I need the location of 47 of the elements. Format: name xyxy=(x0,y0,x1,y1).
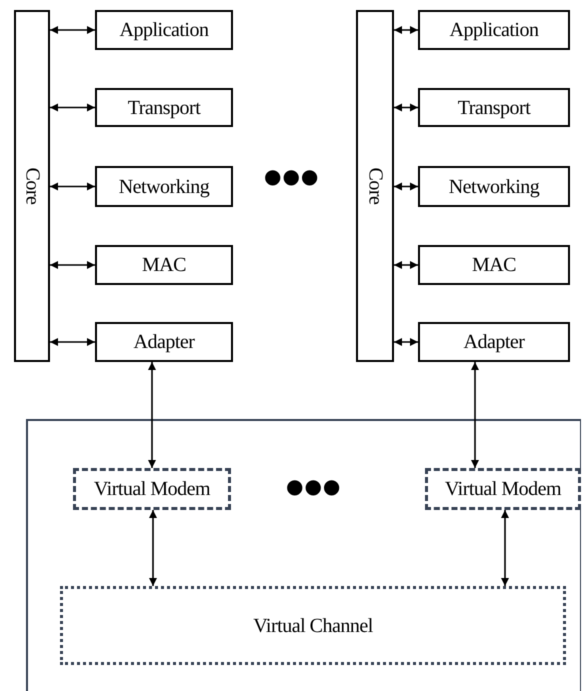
node-label: MAC xyxy=(472,255,516,275)
node-label: MAC xyxy=(142,255,186,275)
channel-box xyxy=(60,586,566,665)
layer-box xyxy=(418,88,570,127)
node-label: Networking xyxy=(118,176,210,196)
vertical-label: Core xyxy=(22,168,42,204)
core-bar xyxy=(356,10,394,362)
layer-box xyxy=(95,166,233,207)
core-bar xyxy=(14,10,50,362)
double-arrow xyxy=(50,261,95,269)
ellipsis-dots: ●●● xyxy=(286,476,342,496)
double-arrow xyxy=(149,510,157,586)
double-arrow xyxy=(50,104,95,112)
node-label: Adapter xyxy=(134,332,194,352)
layer-box xyxy=(418,10,570,50)
layer-box xyxy=(418,322,570,362)
double-arrow xyxy=(50,338,95,346)
modem-box xyxy=(425,468,581,510)
double-arrow xyxy=(471,362,479,468)
double-arrow xyxy=(50,182,95,190)
node-label: Virtual Modem xyxy=(444,479,562,499)
node-label: Adapter xyxy=(464,332,524,352)
double-arrow xyxy=(394,338,418,346)
node-label: Virtual Modem xyxy=(94,479,210,499)
ellipsis-dots: ●●● xyxy=(264,166,320,186)
layer-box xyxy=(95,88,233,127)
double-arrow xyxy=(394,26,418,34)
double-arrow xyxy=(394,104,418,112)
double-arrow xyxy=(148,362,156,468)
node-label: Virtual Channel xyxy=(253,616,373,636)
layer-box xyxy=(95,322,233,362)
node-label: Application xyxy=(120,20,208,40)
modem-box xyxy=(73,468,231,510)
node-label: Transport xyxy=(458,98,530,118)
double-arrow xyxy=(394,261,418,269)
layer-box xyxy=(418,166,570,207)
layer-box xyxy=(418,245,570,285)
vertical-label: Core xyxy=(365,168,385,204)
node-label: Networking xyxy=(448,176,540,196)
layer-box xyxy=(95,10,233,50)
double-arrow xyxy=(50,26,95,34)
double-arrow xyxy=(501,510,509,586)
node-label: Transport xyxy=(128,98,200,118)
node-label: Application xyxy=(450,20,538,40)
double-arrow xyxy=(394,182,418,190)
layer-box xyxy=(95,245,233,285)
panel-box xyxy=(26,419,581,691)
